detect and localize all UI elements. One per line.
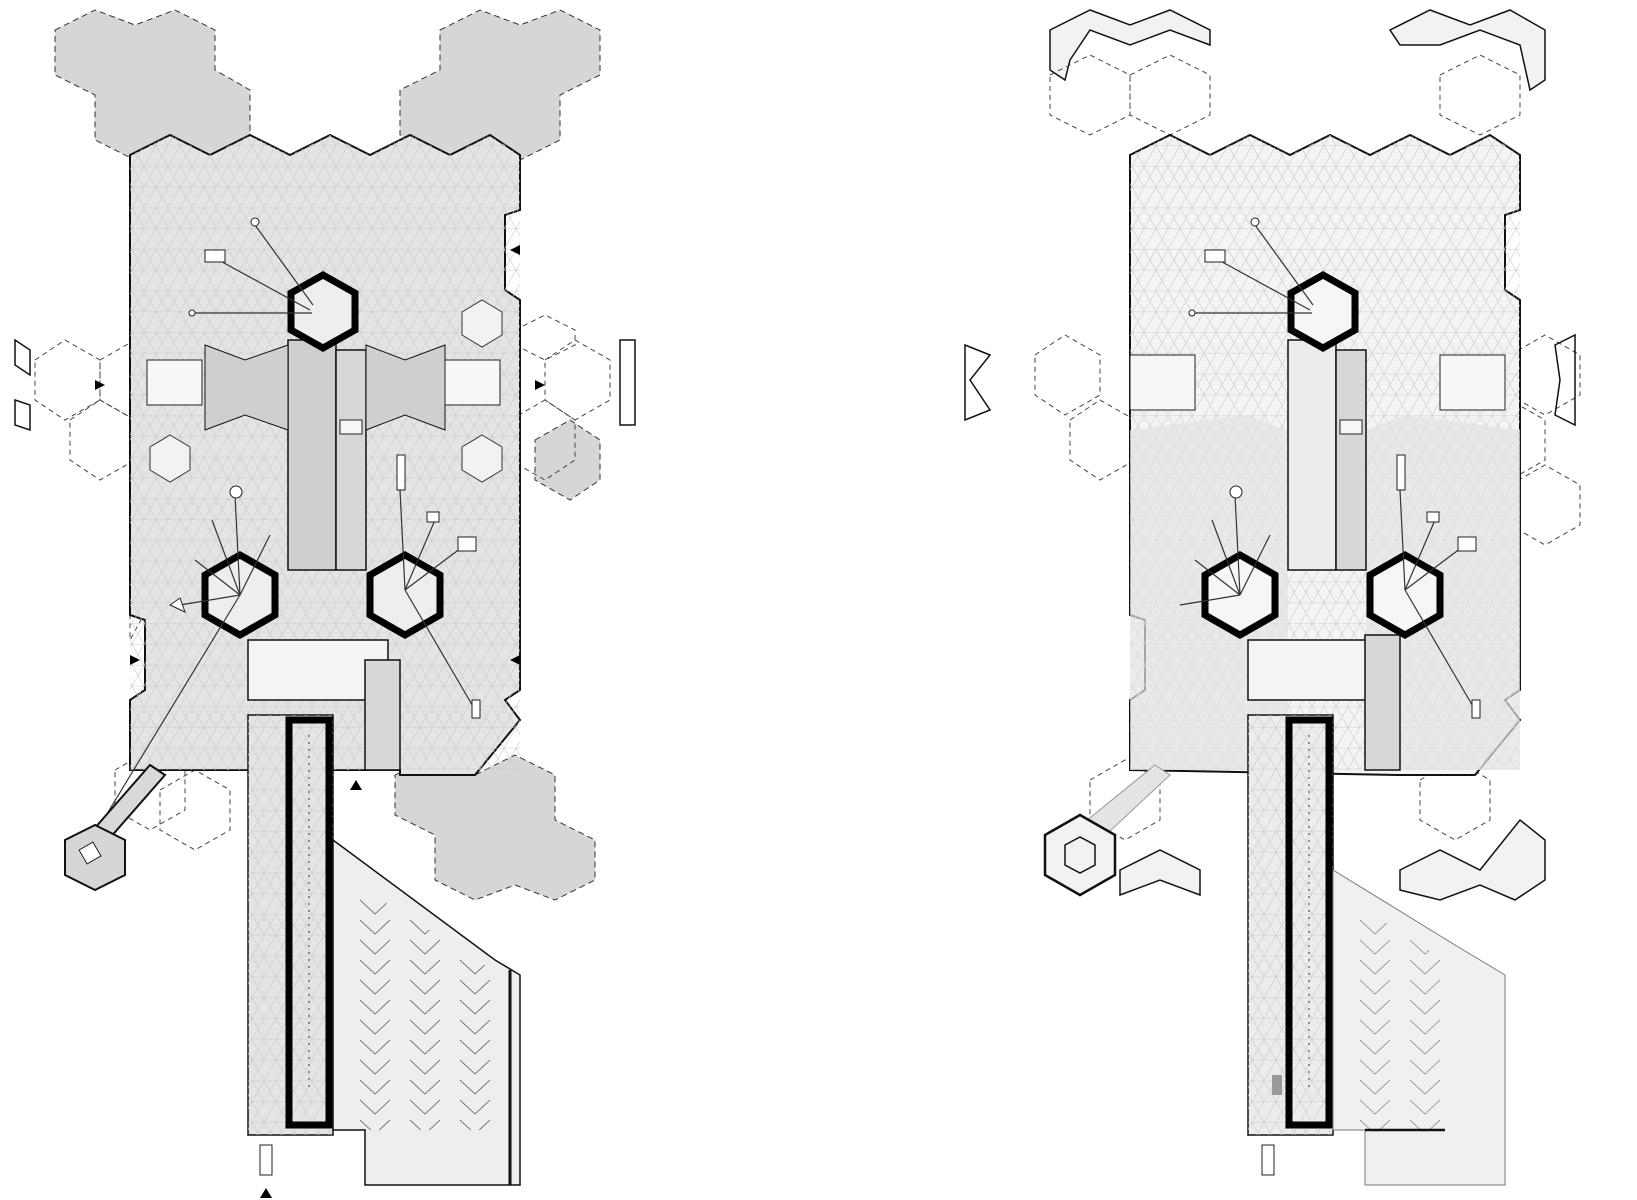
- canopy-bottom-left: [1119, 849, 1201, 897]
- canopy-top-left: [1049, 9, 1211, 82]
- canopy-top-right: [1388, 9, 1546, 92]
- equipment-symbols: [169, 217, 481, 719]
- central-corridor-right: [1335, 349, 1367, 571]
- plan-right: [964, 9, 1581, 1186]
- parking-stalls: [350, 880, 500, 1130]
- interior-hex-1: [461, 299, 503, 348]
- entry-arrow-icon: [260, 1188, 272, 1198]
- entry-arrow-icon: [95, 380, 105, 390]
- core-hex-top: [287, 270, 359, 353]
- entry-markers: [95, 245, 545, 1198]
- central-corridor: [335, 349, 367, 571]
- hex-cluster-top-right: [399, 9, 601, 161]
- entry-arrow-icon: [130, 655, 140, 665]
- utility-rooms-right: [1247, 634, 1401, 771]
- interior-hex-3: [461, 434, 503, 483]
- service-box: [1272, 1075, 1282, 1095]
- canopy-bottom-right: [1399, 818, 1546, 901]
- plan-left: [14, 9, 636, 1198]
- pavilion-inner: [1064, 836, 1096, 874]
- restroom-blocks-right: [1129, 354, 1506, 435]
- equipment-symbols-right: [1188, 217, 1481, 719]
- central-spine: [287, 339, 337, 571]
- hex-cluster-bottom-right: [394, 754, 596, 901]
- connector-right: [365, 344, 446, 431]
- central-spine-right: [1287, 339, 1337, 571]
- vehicle-symbol-right: [1261, 1144, 1275, 1176]
- parking-stalls-right: [1350, 900, 1445, 1130]
- interior-hex-2: [149, 434, 191, 483]
- utility-rooms: [247, 639, 401, 771]
- hex-pavilion-right: [1043, 813, 1117, 897]
- entry-arrow-icon: [535, 380, 545, 390]
- long-wing-core-right: [1285, 716, 1333, 1129]
- restroom-blocks: [146, 359, 501, 435]
- hex-side-right: [534, 419, 601, 501]
- core-hexes-right: [1201, 270, 1444, 640]
- kiosk-small: [78, 841, 102, 865]
- radial-lines-right: [1179, 224, 1479, 716]
- long-wing-core: [285, 716, 333, 1129]
- entry-arrow-icon: [350, 780, 362, 790]
- vehicle-symbol: [259, 1144, 273, 1176]
- hex-cluster-top-left: [54, 9, 251, 161]
- core-hex-right: [366, 550, 444, 640]
- entry-arrow-icon: [510, 245, 520, 255]
- entry-arrow-icon: [510, 655, 520, 665]
- core-hexes: [201, 270, 444, 640]
- radial-lines: [84, 224, 479, 851]
- connector-left: [204, 344, 289, 431]
- side-kiosks-left: [14, 338, 636, 432]
- side-kiosks-right: [964, 333, 1576, 427]
